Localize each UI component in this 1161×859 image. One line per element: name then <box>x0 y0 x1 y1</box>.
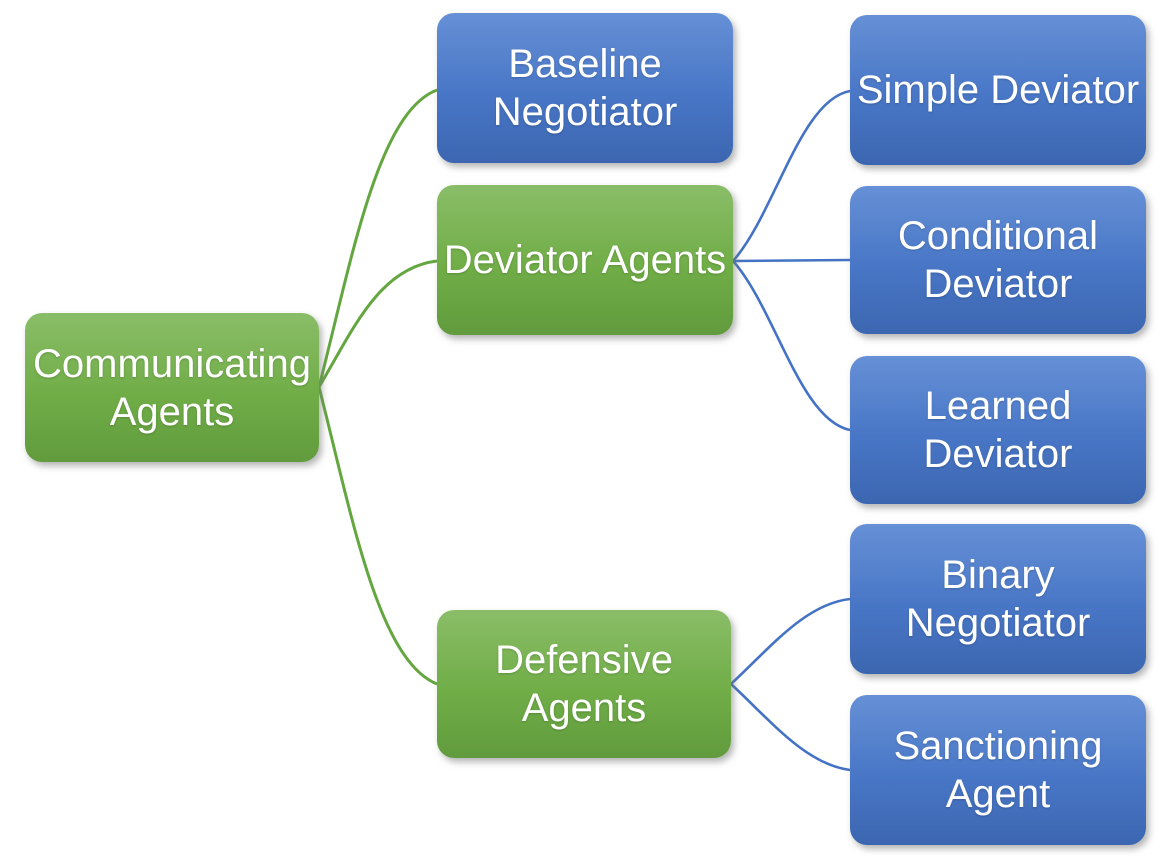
node-deviator-agents-label: Deviator Agents <box>443 238 727 282</box>
node-sanctioning-agent: Sanctioning Agent <box>850 695 1146 845</box>
node-binary-negotiator-label: Binary Negotiator <box>905 553 1091 645</box>
connector-root-deviator <box>317 259 438 388</box>
node-deviator-agents: Deviator Agents <box>437 185 733 335</box>
node-learned-deviator: Learned Deviator <box>850 356 1146 504</box>
connector-root-defensive <box>317 386 438 686</box>
connector-deviator-learned <box>732 260 851 432</box>
node-defensive-agents: Defensive Agents <box>437 610 731 758</box>
node-conditional-deviator: Conditional Deviator <box>850 186 1146 334</box>
node-baseline-negotiator-label: Baseline Negotiator <box>492 42 678 134</box>
node-learned-deviator-label: Learned Deviator <box>923 384 1073 476</box>
node-baseline-negotiator: Baseline Negotiator <box>437 13 733 163</box>
node-sanctioning-agent-label: Sanctioning Agent <box>893 724 1103 816</box>
connector-defensive-sanctioning <box>730 683 851 772</box>
connector-deviator-conditional <box>732 258 851 263</box>
node-communicating-agents-label: Communicating Agents <box>33 341 311 434</box>
connector-defensive-binary <box>730 597 851 685</box>
node-conditional-deviator-label: Conditional Deviator <box>897 214 1099 306</box>
connector-deviator-simple <box>732 89 851 262</box>
node-defensive-agents-label: Defensive Agents <box>495 638 673 730</box>
node-simple-deviator-label: Simple Deviator <box>856 68 1140 112</box>
node-simple-deviator: Simple Deviator <box>850 15 1146 165</box>
connector-root-baseline <box>317 88 438 388</box>
node-binary-negotiator: Binary Negotiator <box>850 524 1146 674</box>
node-communicating-agents: Communicating Agents <box>25 313 319 462</box>
